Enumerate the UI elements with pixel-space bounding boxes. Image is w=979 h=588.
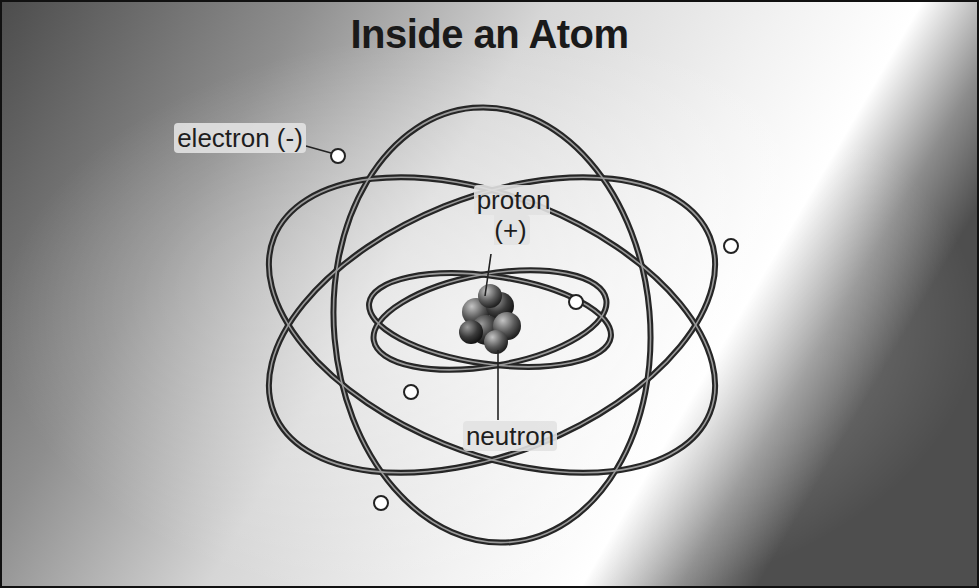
label-text: proton (+) bbox=[474, 185, 551, 245]
electron-dots bbox=[331, 149, 738, 510]
nucleus bbox=[459, 284, 521, 354]
label-text: electron (-) bbox=[174, 123, 306, 153]
leader-lines bbox=[306, 146, 498, 420]
part-label: electron (-) bbox=[165, 124, 315, 154]
part-label: proton (+) bbox=[456, 186, 568, 246]
label-text: neutron bbox=[463, 421, 557, 451]
orbit-rings bbox=[226, 94, 758, 556]
part-label: neutron bbox=[430, 422, 590, 452]
diagram-title: Inside an Atom bbox=[0, 12, 979, 57]
